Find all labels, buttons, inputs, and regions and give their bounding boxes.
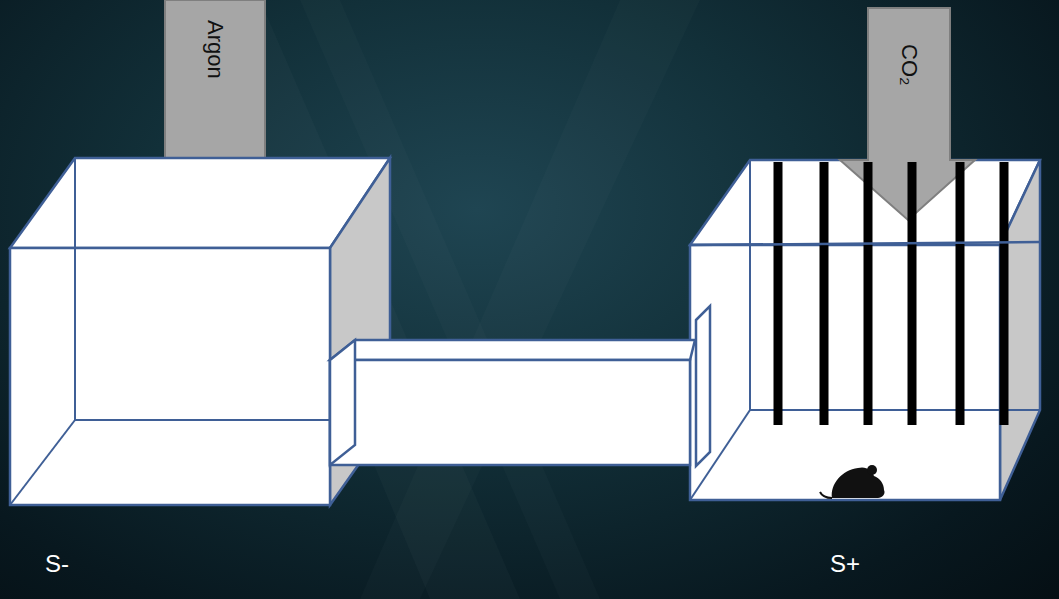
- chamber-box: S-: [10, 248, 330, 505]
- gas-label: CO₂: [896, 44, 922, 86]
- tunnel-connector: [330, 340, 695, 465]
- chamber-box: S+: [690, 245, 1000, 500]
- chamber-label: S-: [45, 550, 69, 578]
- mouse-figure: [820, 465, 885, 498]
- gas-label: Argon: [202, 20, 228, 79]
- chamber-label: S+: [830, 550, 860, 578]
